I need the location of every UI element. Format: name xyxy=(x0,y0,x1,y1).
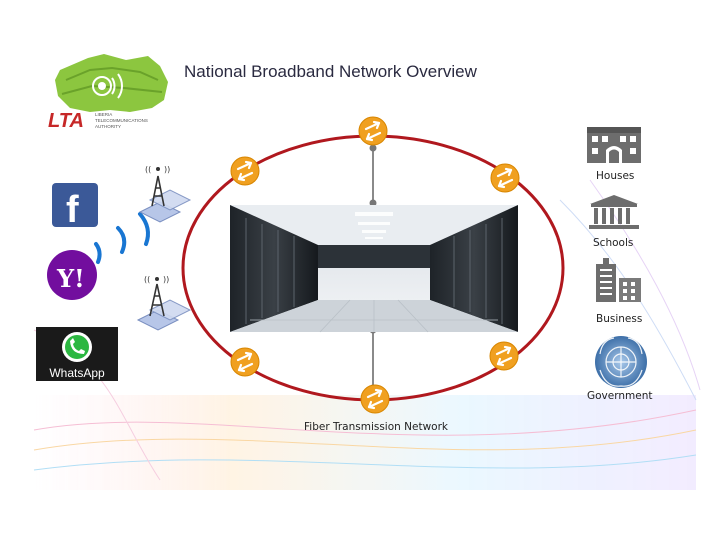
yahoo-glyph: Y! xyxy=(56,264,85,293)
cell-tower-icon: (( )) xyxy=(136,275,192,331)
router-icon xyxy=(489,341,519,371)
wifi-waves-icon xyxy=(94,212,150,264)
logo-acronym: LTA xyxy=(48,110,84,132)
data-center-image xyxy=(230,205,518,333)
facebook-icon: f xyxy=(52,183,98,231)
facebook-glyph: f xyxy=(66,189,79,231)
logo-line-2: TELECOMMUNICATIONS xyxy=(95,118,148,123)
endpoint-label-government: Government xyxy=(587,390,653,402)
lta-logo: LTA LIBERIA TELECOMMUNICATIONS AUTHORITY xyxy=(48,54,168,132)
router-icons xyxy=(230,116,520,414)
schools-icon xyxy=(589,195,639,229)
whatsapp-icon: WhatsApp xyxy=(36,327,118,381)
endpoint-label-schools: Schools xyxy=(593,237,634,249)
svg-text:((: (( xyxy=(144,275,150,284)
svg-text:((: (( xyxy=(145,165,151,174)
router-icon xyxy=(230,156,260,186)
page-title: National Broadband Network Overview xyxy=(184,62,477,81)
government-globe-icon xyxy=(595,336,647,388)
svg-text:)): )) xyxy=(164,165,170,174)
houses-icon xyxy=(587,127,641,163)
router-icon xyxy=(358,116,388,146)
whatsapp-label: WhatsApp xyxy=(49,366,105,380)
cell-tower-icon: (( )) xyxy=(138,165,192,223)
router-icon xyxy=(360,384,390,414)
endpoint-label-houses: Houses xyxy=(596,170,635,182)
router-icon xyxy=(230,347,260,377)
logo-line-1: LIBERIA xyxy=(95,112,112,117)
svg-text:)): )) xyxy=(163,275,169,284)
network-label: Fiber Transmission Network xyxy=(304,421,448,433)
business-icon xyxy=(596,258,641,302)
logo-line-3: AUTHORITY xyxy=(95,124,121,129)
background-pattern xyxy=(33,179,701,490)
router-icon xyxy=(490,163,520,193)
endpoint-label-business: Business xyxy=(596,313,643,325)
yahoo-icon: Y! xyxy=(47,250,97,300)
